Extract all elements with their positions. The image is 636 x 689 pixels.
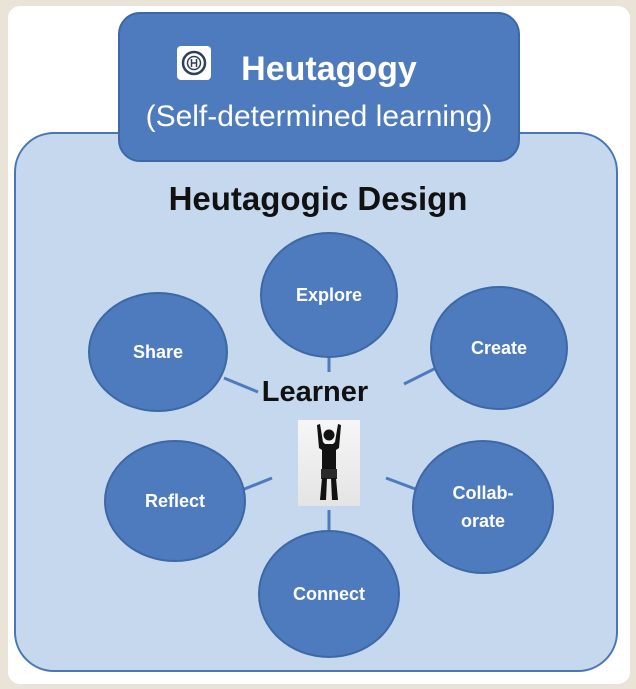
connector-share (223, 376, 259, 394)
node-share: Share (88, 292, 228, 412)
header-title: Heutagogy (241, 50, 417, 88)
learner-figure-image (298, 420, 360, 506)
node-reflect-label: Reflect (144, 491, 206, 511)
person-arms-raised-icon (317, 424, 341, 500)
design-title: Heutagogic Design (168, 180, 468, 217)
node-collaborate-label-line1: Collab- (452, 483, 514, 503)
connector-create (403, 365, 439, 386)
connector-collaborate (385, 476, 419, 492)
header-subtitle: (Self-determined learning) (145, 100, 493, 133)
heutagogy-logo-icon (177, 46, 211, 80)
node-collaborate: Collab- orate (412, 440, 554, 574)
node-create: Create (430, 286, 568, 410)
learner-label: Learner (261, 376, 369, 408)
node-reflect: Reflect (104, 440, 246, 562)
connector-reflect (241, 476, 273, 492)
node-collaborate-label-line2: orate (460, 511, 505, 531)
node-create-label: Create (470, 338, 528, 358)
node-explore-label: Explore (295, 285, 363, 305)
node-share-label: Share (132, 342, 184, 362)
node-connect-label: Connect (293, 584, 365, 604)
heutagogy-header: Heutagogy (Self-determined learning) (118, 12, 520, 162)
node-explore: Explore (260, 232, 398, 358)
node-connect: Connect (258, 530, 400, 658)
